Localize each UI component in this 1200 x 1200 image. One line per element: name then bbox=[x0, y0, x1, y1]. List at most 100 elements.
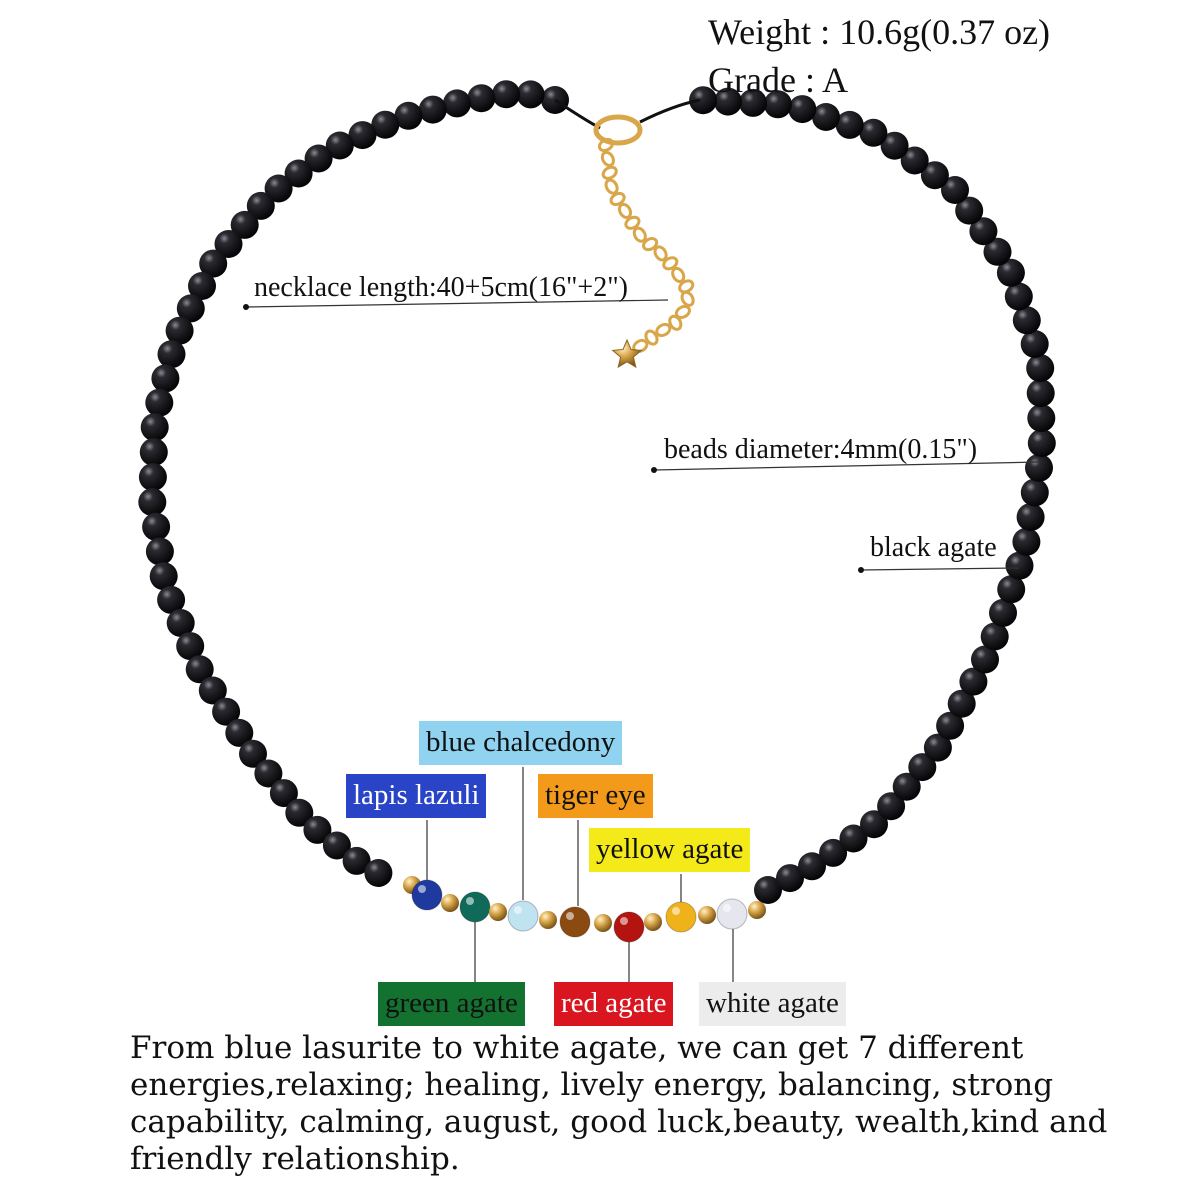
gold-spacer-bead bbox=[441, 894, 459, 912]
black-agate-bead bbox=[1025, 453, 1053, 482]
black-agate-bead bbox=[689, 86, 718, 115]
cord-left bbox=[554, 98, 601, 130]
gold-spacer-bead bbox=[698, 906, 716, 924]
black-agate-bead bbox=[989, 598, 1017, 627]
weight-spec: Weight : 10.6g(0.37 oz) bbox=[708, 12, 1051, 52]
black-agate-bead bbox=[138, 463, 167, 492]
black-agate-bead bbox=[1004, 282, 1033, 311]
black-agate-bead bbox=[996, 258, 1025, 287]
black-agate-bead bbox=[997, 575, 1026, 604]
black-agate-bead bbox=[254, 759, 283, 788]
lobster-clasp bbox=[593, 114, 643, 146]
black-agate-bead bbox=[819, 838, 848, 867]
black-agate-bead bbox=[246, 191, 275, 220]
green-agate-bead bbox=[459, 891, 491, 923]
black-agate-bead bbox=[983, 237, 1012, 266]
chain-link bbox=[601, 165, 618, 180]
chain-link bbox=[680, 290, 695, 307]
bead-highlight bbox=[672, 907, 680, 915]
black-agate-bead bbox=[776, 864, 804, 893]
black-agate-bead bbox=[763, 90, 792, 119]
black-agate-bead bbox=[342, 846, 371, 875]
chain-link bbox=[597, 137, 615, 153]
leader-dot bbox=[243, 304, 249, 310]
stone-tag-green-agate: green agate bbox=[378, 982, 525, 1026]
stone-tag-yellow-agate: yellow agate bbox=[589, 828, 751, 872]
black-agate-bead bbox=[188, 272, 216, 300]
gold-spacer-bead bbox=[644, 913, 662, 931]
black-agate-bead bbox=[322, 831, 351, 860]
black-agate-bead bbox=[923, 733, 952, 762]
yellow-agate-bead bbox=[665, 901, 697, 933]
bead-highlight bbox=[466, 897, 474, 905]
black-agate-bead bbox=[176, 632, 205, 661]
black-agate-bead bbox=[1020, 478, 1049, 507]
chain-link bbox=[678, 279, 695, 294]
black-agate-bead bbox=[947, 689, 976, 718]
energy-description: From blue lasurite to white agate, we ca… bbox=[130, 1030, 1108, 1177]
chain-link bbox=[671, 266, 686, 283]
black-agate-bead bbox=[394, 101, 423, 130]
necklace-length-label: necklace length:40+5cm(16"+2") bbox=[254, 272, 628, 303]
black-agate-bead bbox=[492, 80, 521, 109]
black-agate-bead bbox=[900, 146, 929, 175]
black-agate-bead bbox=[145, 537, 174, 566]
chain-link bbox=[674, 304, 691, 320]
black-agate-bead bbox=[839, 824, 868, 853]
black-agate-bead bbox=[959, 667, 988, 696]
black-agate-bead bbox=[1005, 551, 1034, 580]
chain-link bbox=[642, 237, 659, 252]
black-agate-bead bbox=[304, 144, 333, 173]
chain-link bbox=[609, 191, 626, 207]
bead-highlight bbox=[514, 906, 522, 914]
bead-highlight bbox=[620, 917, 628, 925]
black-agate-bead bbox=[1027, 404, 1056, 433]
black-agate-bead bbox=[908, 753, 937, 782]
black-agate-bead bbox=[467, 84, 496, 113]
leader-dot bbox=[651, 467, 657, 473]
white-agate-bead bbox=[716, 898, 748, 930]
chain-link bbox=[668, 314, 683, 331]
black-agate-bead bbox=[149, 562, 178, 591]
chain-link bbox=[632, 226, 647, 243]
black-agate-bead bbox=[151, 364, 180, 393]
black-agate-bead bbox=[418, 95, 447, 124]
bead-highlight bbox=[723, 904, 731, 912]
bead-highlight bbox=[418, 885, 426, 893]
black-agate-bead bbox=[941, 176, 969, 204]
material-label: black agate bbox=[870, 532, 997, 563]
black-agate-bead bbox=[199, 249, 228, 278]
gold-spacer-bead bbox=[594, 914, 612, 932]
black-agate-bead bbox=[239, 739, 267, 768]
stone-tag-blue-chalcedony: blue chalcedony bbox=[419, 721, 623, 765]
black-agate-bead bbox=[714, 87, 742, 116]
black-agate-bead bbox=[860, 810, 888, 839]
clasp-and-extender-chain bbox=[554, 98, 701, 369]
black-agate-bead bbox=[157, 585, 186, 614]
black-agate-beads bbox=[138, 80, 1056, 904]
black-agate-bead bbox=[980, 622, 1009, 651]
grade-spec: Grade : A bbox=[708, 60, 848, 100]
black-agate-bead bbox=[139, 438, 168, 467]
stone-tag-tiger-eye: tiger eye bbox=[538, 774, 653, 818]
cord-right bbox=[639, 98, 701, 124]
bead-highlight bbox=[566, 912, 574, 920]
black-agate-bead bbox=[348, 121, 377, 150]
black-agate-bead bbox=[212, 697, 241, 726]
black-agate-bead bbox=[859, 118, 888, 147]
black-agate-bead bbox=[145, 388, 174, 417]
black-agate-bead bbox=[1026, 354, 1055, 383]
stone-tag-red-agate: red agate bbox=[554, 982, 674, 1026]
black-agate-bead bbox=[788, 95, 817, 124]
black-agate-bead bbox=[754, 876, 782, 904]
black-agate-bead bbox=[1020, 330, 1049, 358]
black-agate-bead bbox=[303, 815, 332, 844]
black-agate-bead bbox=[214, 230, 243, 258]
black-agate-bead bbox=[892, 772, 921, 801]
gemstone-beads bbox=[403, 876, 766, 943]
black-agate-bead bbox=[936, 711, 965, 740]
black-agate-bead bbox=[166, 609, 195, 637]
stone-tag-lapis-lazuli: lapis lazuli bbox=[346, 774, 487, 818]
black-agate-bead bbox=[835, 110, 864, 139]
